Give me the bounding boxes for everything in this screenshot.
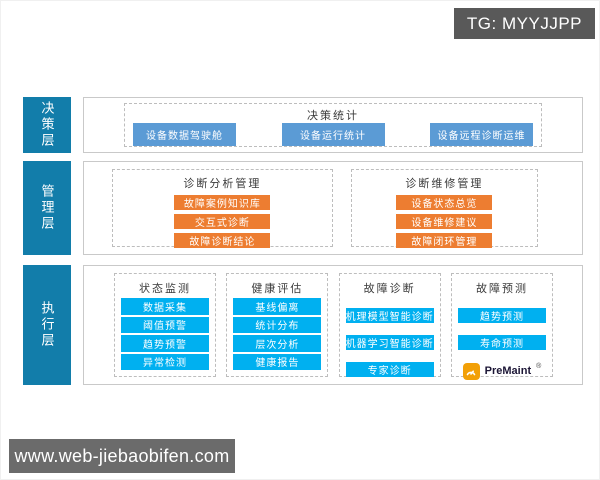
execution-column-diagnosis: 故障诊断 机理模型智能诊断 机器学习智能诊断 专家诊断 (338, 273, 441, 377)
layer-label-management: 管理层 (23, 161, 71, 255)
execution-button: 健康报告 (233, 353, 322, 370)
execution-layer-box: 状态监测 数据采集 阈值预警 趋势预警 异常检测 健康评估 基线偏离 统计分布 … (83, 265, 583, 385)
execution-column-monitoring: 状态监测 数据采集 阈值预警 趋势预警 异常检测 (114, 273, 216, 377)
management-group-title: 诊断分析管理 (183, 178, 262, 190)
execution-column-prediction: 故障预测 趋势预测 寿命预测 PreMaint ® (450, 273, 553, 380)
decision-group: 决策统计 设备数据驾驶舱 设备运行统计 设备远程诊断运维 (124, 103, 542, 147)
execution-button: 基线偏离 (233, 298, 322, 315)
management-layer-box: 诊断分析管理 故障案例知识库 交互式诊断 故障诊断结论 诊断维修管理 设备状态总… (83, 161, 583, 255)
execution-button: 机器学习智能诊断 (345, 335, 434, 350)
execution-button: 数据采集 (121, 298, 209, 315)
decision-button-row: 设备数据驾驶舱 设备运行统计 设备远程诊断运维 (125, 123, 541, 151)
management-button: 设备维修建议 (396, 214, 493, 229)
watermark-badge: www.web-jiebaobifen.com (9, 439, 235, 473)
decision-group-title: 决策统计 (307, 110, 359, 122)
premaint-gauge-icon (462, 363, 480, 380)
layer-row-execution: 执行层 状态监测 数据采集 阈值预警 趋势预警 异常检测 健康评估 基线偏离 统… (23, 265, 583, 385)
execution-column-title: 状态监测 (139, 283, 191, 295)
execution-button: 趋势预警 (121, 335, 209, 352)
decision-layer-box: 决策统计 设备数据驾驶舱 设备运行统计 设备远程诊断运维 (83, 97, 583, 153)
layer-row-management: 管理层 诊断分析管理 故障案例知识库 交互式诊断 故障诊断结论 诊断维修管理 设… (23, 161, 583, 255)
management-group-maintenance: 诊断维修管理 设备状态总览 设备维修建议 故障闭环管理 (350, 169, 538, 248)
management-group-analysis: 诊断分析管理 故障案例知识库 交互式诊断 故障诊断结论 (112, 169, 333, 248)
execution-button: 统计分布 (233, 316, 322, 333)
execution-button: 层次分析 (233, 335, 322, 352)
decision-button: 设备数据驾驶舱 (133, 123, 236, 146)
execution-column-title: 故障预测 (475, 283, 528, 295)
execution-button: 趋势预测 (457, 308, 546, 323)
decision-button: 设备运行统计 (281, 123, 385, 146)
execution-column-title: 健康评估 (251, 283, 304, 295)
tg-badge: TG: MYYJJPP (453, 8, 595, 39)
layer-row-decision: 决策层 决策统计 设备数据驾驶舱 设备运行统计 设备远程诊断运维 (23, 97, 583, 153)
execution-column-title: 故障诊断 (363, 283, 416, 295)
execution-button: 阈值预警 (121, 316, 209, 333)
execution-button: 寿命预测 (457, 335, 546, 350)
premaint-logo: PreMaint ® (452, 363, 552, 380)
layer-label-execution: 执行层 (23, 265, 71, 385)
management-button: 故障闭环管理 (396, 233, 493, 248)
execution-button: 专家诊断 (345, 362, 434, 377)
management-button: 故障案例知识库 (174, 195, 271, 210)
management-button: 交互式诊断 (174, 214, 271, 229)
execution-column-health: 健康评估 基线偏离 统计分布 层次分析 健康报告 (226, 273, 329, 377)
execution-button: 机理模型智能诊断 (345, 308, 434, 323)
management-button: 故障诊断结论 (174, 233, 271, 248)
management-group-title: 诊断维修管理 (405, 178, 484, 190)
architecture-diagram: 决策层 决策统计 设备数据驾驶舱 设备运行统计 设备远程诊断运维 管理层 诊断分… (23, 97, 583, 385)
registered-mark-icon: ® (536, 363, 542, 370)
decision-button: 设备远程诊断运维 (430, 123, 533, 146)
layer-label-decision: 决策层 (23, 97, 71, 153)
premaint-wordmark: PreMaint (484, 365, 532, 377)
management-button: 设备状态总览 (396, 195, 493, 210)
execution-button: 异常检测 (121, 353, 209, 370)
